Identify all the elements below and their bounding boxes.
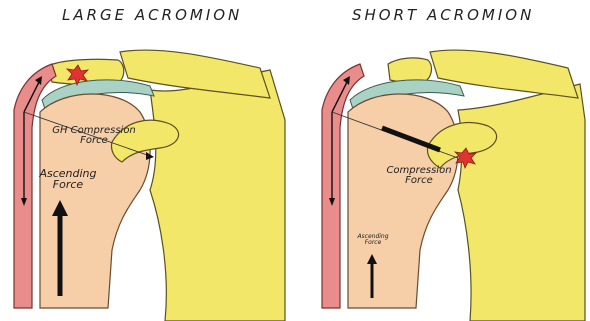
right-panel-title: SHORT ACROMION [352,6,534,24]
right-acromion [388,58,431,83]
right-ascending-line2: Force [350,240,396,246]
left-scapula [150,70,285,321]
right-ascending-force-label: Ascending Force [350,234,396,246]
right-compression-line2: Force [382,176,456,186]
left-gh-compression-label: GH Compression Force [42,126,146,146]
left-ascending-force-label: Ascending Force [38,168,98,190]
right-scapula [458,84,585,321]
left-ascending-line2: Force [38,179,98,190]
left-gh-compression-line2: Force [42,136,146,146]
right-compression-force-label: Compression Force [382,166,456,186]
left-panel-title: LARGE ACROMION [62,6,242,24]
right-humerus [348,94,458,308]
